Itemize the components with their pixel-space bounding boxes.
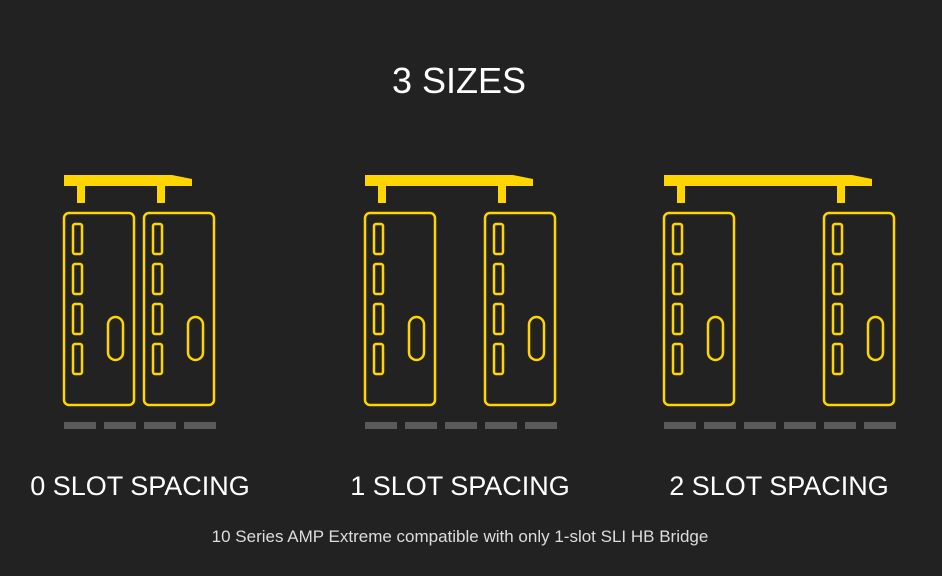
bridge-post-left xyxy=(77,186,85,203)
card-connector xyxy=(492,302,505,336)
graphics-card-2 xyxy=(483,211,557,407)
expansion-slot xyxy=(445,422,477,429)
expansion-slot xyxy=(104,422,136,429)
expansion-slot xyxy=(64,422,96,429)
card-connector xyxy=(372,302,385,336)
card-fan-vent xyxy=(866,315,885,362)
card-connector xyxy=(492,222,505,256)
card-connector xyxy=(831,342,844,376)
card-connector xyxy=(71,342,84,376)
compatibility-note: 10 Series AMP Extreme compatible with on… xyxy=(211,527,709,546)
card-connector xyxy=(372,222,385,256)
card-fan-vent xyxy=(706,315,725,362)
expansion-slot xyxy=(864,422,896,429)
graphics-card-2 xyxy=(822,211,896,407)
sli-bridge-bar xyxy=(664,175,872,186)
graphics-card-1 xyxy=(662,211,736,407)
card-connector xyxy=(372,342,385,376)
card-fan-vent xyxy=(106,315,125,362)
label-0-slot-spacing: 0 SLOT SPACING xyxy=(30,471,250,501)
card-connector xyxy=(831,302,844,336)
expansion-slot xyxy=(664,422,696,429)
bridge-post-left xyxy=(378,186,386,203)
bridge-illustration-1-slot xyxy=(363,175,557,429)
card-connector xyxy=(671,302,684,336)
card-connector xyxy=(151,222,164,256)
bridge-illustration-2-slot xyxy=(662,175,896,429)
bridge-post-right xyxy=(837,186,845,203)
bridge-post-right xyxy=(498,186,506,203)
card-connector xyxy=(71,262,84,296)
page-title: 3 SIZES xyxy=(391,60,527,101)
expansion-slot xyxy=(485,422,517,429)
card-connector xyxy=(151,262,164,296)
expansion-slot xyxy=(525,422,557,429)
bridge-post-right xyxy=(157,186,165,203)
bridge-post-left xyxy=(677,186,685,203)
expansion-slot xyxy=(744,422,776,429)
card-fan-vent xyxy=(407,315,426,362)
card-connector xyxy=(831,262,844,296)
card-connector xyxy=(372,262,385,296)
sli-bridge-bar xyxy=(64,175,192,186)
expansion-slot xyxy=(704,422,736,429)
label-1-slot-spacing: 1 SLOT SPACING xyxy=(350,471,570,501)
expansion-slot xyxy=(184,422,216,429)
card-connector xyxy=(71,222,84,256)
bridge-illustration-0-slot xyxy=(62,175,216,429)
card-fan-vent xyxy=(186,315,205,362)
card-connector xyxy=(151,342,164,376)
expansion-slot xyxy=(405,422,437,429)
expansion-slot xyxy=(784,422,816,429)
card-fan-vent xyxy=(527,315,546,362)
expansion-slot xyxy=(824,422,856,429)
card-connector xyxy=(151,302,164,336)
expansion-slot xyxy=(144,422,176,429)
graphics-card-2 xyxy=(142,211,216,407)
card-connector xyxy=(492,342,505,376)
graphics-card-1 xyxy=(62,211,136,407)
card-connector xyxy=(671,342,684,376)
card-connector xyxy=(492,262,505,296)
sli-bridge-bar xyxy=(365,175,533,186)
label-2-slot-spacing: 2 SLOT SPACING xyxy=(669,471,889,501)
card-connector xyxy=(671,222,684,256)
graphics-card-1 xyxy=(363,211,437,407)
card-connector xyxy=(831,222,844,256)
card-connector xyxy=(671,262,684,296)
expansion-slot xyxy=(365,422,397,429)
card-connector xyxy=(71,302,84,336)
